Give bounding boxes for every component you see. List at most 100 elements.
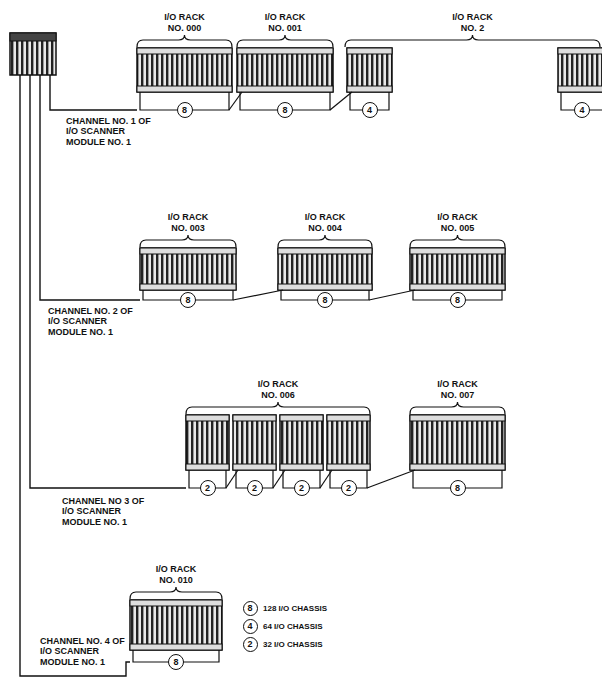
chassis-bottom-rail — [327, 464, 370, 470]
callout-number: 8 — [185, 296, 190, 305]
rack-brace — [278, 235, 372, 247]
chassis-bottom-rail — [347, 86, 392, 92]
chassis-top-rail — [410, 248, 505, 254]
chassis-top-rail — [137, 48, 232, 54]
chassis-link-cable — [369, 290, 415, 300]
rack-brace — [410, 235, 505, 247]
chassis-link-cable — [367, 470, 415, 488]
chassis-bottom-rail — [558, 86, 602, 92]
chassis-link-cable — [273, 470, 285, 488]
chassis-body — [558, 48, 602, 92]
callout-number: 8 — [182, 106, 187, 115]
chassis-size-callout: 2 — [341, 480, 357, 496]
chassis-body — [278, 248, 372, 290]
legend-text: 32 I/O CHASSIS — [263, 640, 323, 649]
chassis-body — [280, 415, 323, 470]
chassis-bottom-rail — [410, 284, 505, 290]
callout-number: 2 — [346, 484, 351, 493]
chassis-size-callout: 2 — [294, 480, 310, 496]
chassis-top-rail — [233, 415, 276, 421]
chassis-size-callout: 8 — [277, 102, 293, 118]
callout-number: 4 — [579, 106, 584, 115]
chassis-link-cable — [330, 92, 352, 110]
callout-number: 8 — [322, 296, 327, 305]
rack-brace — [130, 587, 222, 599]
chassis-link-cable — [229, 92, 242, 110]
chassis-link-cable — [233, 290, 283, 300]
chassis-bottom-rail — [278, 284, 372, 290]
chassis-link-cable — [320, 470, 332, 488]
callout-number: 8 — [282, 106, 287, 115]
chassis-size-callout: 2 — [200, 480, 216, 496]
chassis-size-callout: 4 — [574, 102, 590, 118]
chassis-bottom-rail — [137, 86, 232, 92]
channel-cable — [50, 75, 137, 110]
rack-heading: I/O RACK NO. 2 — [445, 12, 501, 33]
legend-text: 128 I/O CHASSIS — [263, 604, 327, 613]
chassis-bottom-rail — [140, 284, 236, 290]
callout-number: 2 — [205, 484, 210, 493]
rack-brace — [137, 35, 232, 47]
chassis-top-rail — [347, 48, 392, 54]
io-chassis — [280, 415, 323, 488]
channel-label: CHANNEL NO. 2 OF I/O SCANNER MODULE NO. … — [48, 306, 134, 337]
scanner-module-top — [10, 33, 56, 41]
chassis-body — [347, 48, 392, 92]
callout-number: 8 — [173, 658, 178, 667]
rack-brace — [345, 35, 600, 47]
chassis-top-rail — [280, 415, 323, 421]
rack-heading: I/O RACK NO. 007 — [430, 379, 486, 400]
chassis-top-rail — [558, 48, 602, 54]
rack-heading: I/O RACK NO. 010 — [148, 564, 204, 585]
rack-brace — [186, 402, 370, 414]
legend-number: 4 — [247, 622, 252, 631]
rack-heading: I/O RACK NO. 004 — [297, 212, 353, 233]
chassis-body — [237, 48, 333, 92]
io-chassis — [233, 415, 276, 488]
chassis-top-rail — [278, 248, 372, 254]
chassis-body — [410, 415, 505, 470]
legend-number: 8 — [247, 604, 252, 613]
chassis-top-rail — [140, 248, 236, 254]
callout-number: 4 — [367, 106, 372, 115]
io-chassis — [327, 415, 370, 488]
chassis-size-callout: 2 — [247, 480, 263, 496]
chassis-top-rail — [186, 415, 229, 421]
chassis-bottom-rail — [233, 464, 276, 470]
chassis-size-callout: 8 — [450, 292, 466, 308]
chassis-size-callout: 4 — [362, 102, 378, 118]
io-chassis — [130, 600, 222, 662]
chassis-top-rail — [130, 600, 222, 606]
rack-heading: I/O RACK NO. 005 — [430, 212, 486, 233]
chassis-top-rail — [237, 48, 333, 54]
legend-symbol: 2 — [243, 637, 258, 652]
chassis-size-callout: 8 — [180, 292, 196, 308]
chassis-body — [140, 248, 236, 290]
chassis-body — [410, 248, 505, 290]
chassis-top-rail — [410, 415, 505, 421]
chassis-bottom-rail — [280, 464, 323, 470]
channel-cable — [40, 75, 140, 300]
io-chassis — [237, 48, 333, 110]
rack-brace — [410, 402, 505, 414]
callout-number: 8 — [455, 484, 460, 493]
rack-brace — [237, 35, 333, 47]
chassis-body — [137, 48, 232, 92]
chassis-body — [327, 415, 370, 470]
callout-number: 8 — [455, 296, 460, 305]
chassis-size-callout: 8 — [177, 102, 193, 118]
legend-text: 64 I/O CHASSIS — [263, 622, 323, 631]
channel-label: CHANNEL NO 3 OF I/O SCANNER MODULE NO. 1 — [62, 496, 148, 527]
rack-heading: I/O RACK NO. 003 — [160, 212, 216, 233]
callout-number: 2 — [252, 484, 257, 493]
io-chassis — [410, 415, 505, 488]
channel-cable — [20, 75, 130, 676]
chassis-bottom-rail — [186, 464, 229, 470]
rack-heading: I/O RACK NO. 000 — [157, 12, 213, 33]
legend-symbol: 4 — [243, 619, 258, 634]
chassis-bottom-rail — [130, 644, 222, 650]
chassis-link-cable — [226, 470, 238, 488]
chassis-body — [130, 600, 222, 650]
